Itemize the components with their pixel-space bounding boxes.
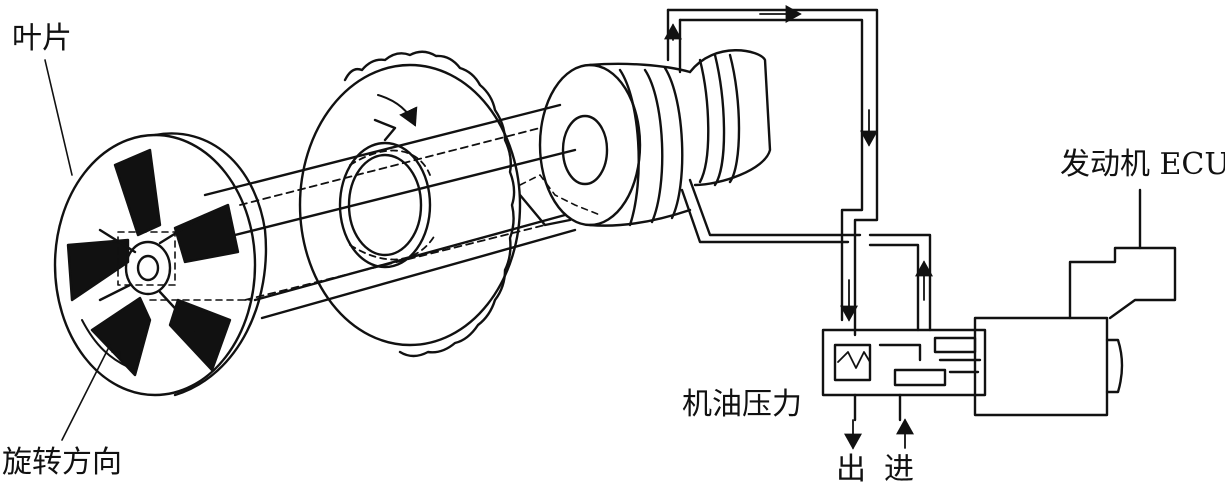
solenoid: [973, 246, 1177, 417]
cam-housing: [518, 49, 772, 227]
label-leaders: [44, 59, 111, 441]
oil-line: [664, 5, 933, 337]
sprocket: [298, 50, 522, 358]
label-engine-ecu: 发动机 ECU: [1060, 147, 1225, 182]
vane-rotor: [53, 132, 268, 397]
label-oil-pressure: 机油压力: [682, 387, 802, 422]
label-inlet: 进: [884, 452, 914, 487]
oil-control-valve: [821, 328, 987, 450]
label-rotation-direction: 旋转方向: [2, 445, 122, 480]
label-vane: 叶片: [12, 21, 72, 56]
label-outlet: 出: [836, 452, 866, 487]
